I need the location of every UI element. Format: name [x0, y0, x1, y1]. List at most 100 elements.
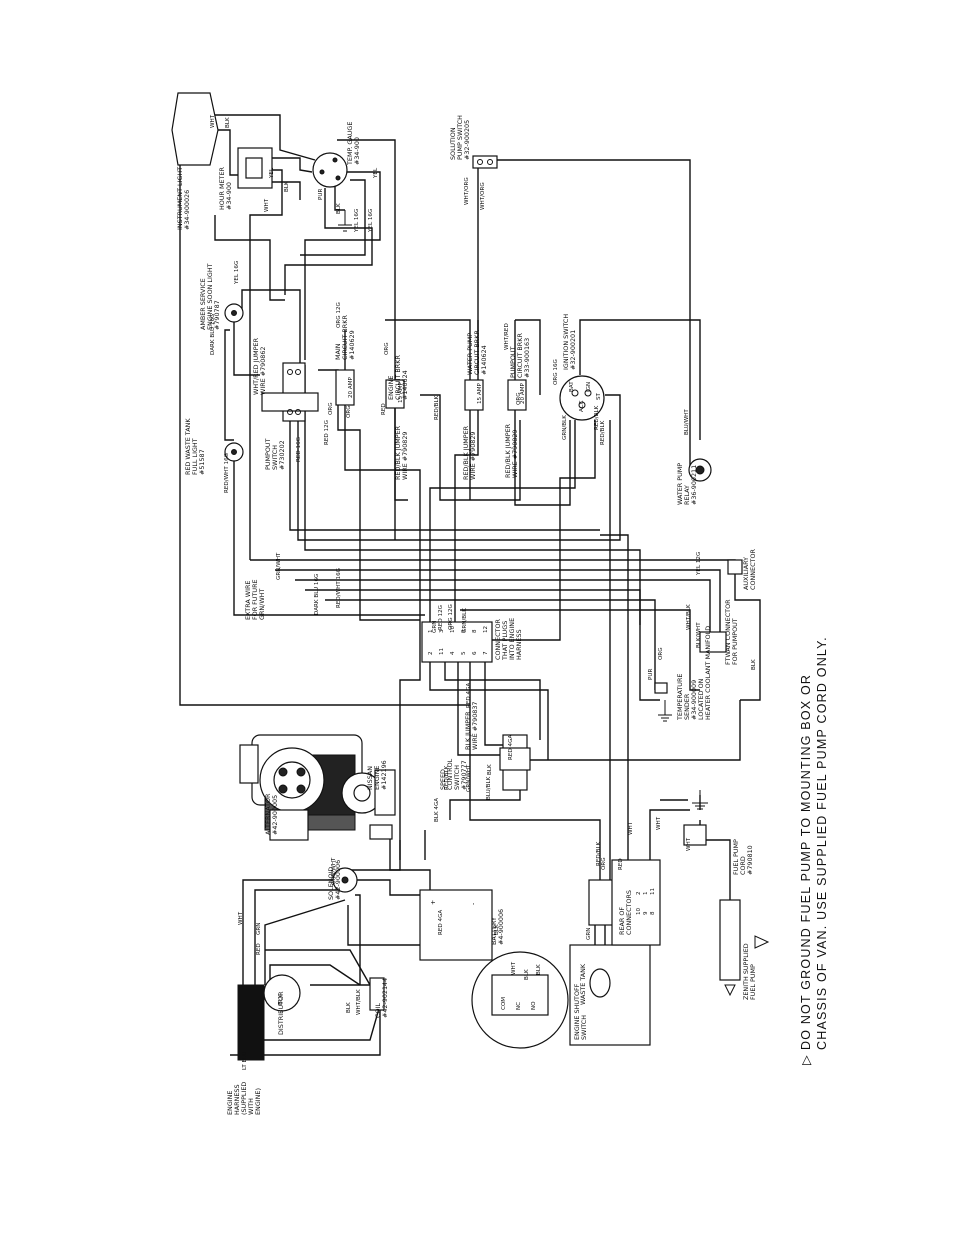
connector-pin-label: 7 — [483, 651, 489, 655]
connector-block — [421, 621, 493, 663]
wire-label: GRN — [256, 923, 262, 935]
wire-label: ORG — [346, 405, 352, 418]
wire-label: ORG — [601, 857, 607, 870]
wire-label: GRN/WHT — [276, 552, 282, 580]
wire-label: RED — [256, 943, 262, 955]
wire-label: BLK — [284, 181, 290, 192]
rear-connector-pin-label: 2 — [636, 891, 642, 895]
pumpout-breaker-body — [507, 379, 527, 411]
instrument-light-housing — [171, 92, 219, 166]
coil-body — [369, 977, 385, 1011]
wire-label: ORG — [384, 342, 390, 355]
wire-label: PUR — [648, 669, 654, 680]
shutoff-terminal-label: NC — [516, 1002, 522, 1010]
label-red-blk-jumper-2: RED/BLK JUMPER — [462, 425, 470, 480]
label-speed-control-switch: SPEED — [439, 769, 447, 790]
wire-label: BLK/WHT — [696, 622, 702, 648]
label-engine-shutoff-switch: SWITCH — [580, 1015, 588, 1040]
label-red-blk-jumper-1: WIRE #790829 — [401, 432, 409, 480]
solution-pump-switch-body — [472, 155, 498, 169]
note-line-1: DO NOT GROUND FUEL PUMP TO MOUNTING BOX … — [799, 674, 813, 1050]
hour-meter-face — [245, 157, 263, 179]
wire-label: WHT/BLK — [686, 604, 692, 630]
label-solution-pump-switch: #32-900205 — [463, 120, 471, 160]
ignition-terminal-label: ST — [596, 392, 602, 400]
ftwan-connector-body — [699, 631, 727, 653]
wire-label: BLK — [225, 117, 231, 128]
wire-label: WHT — [511, 961, 517, 975]
breaker-amp-label: 15 AMP — [477, 382, 483, 404]
shutoff-terminal-label: COM — [501, 997, 507, 1010]
label-instrument-light: INSTRUMENT LIGHT — [176, 167, 184, 230]
connector-pin-label: 3 — [439, 629, 445, 633]
label-pumpout-brkr: #33-900163 — [523, 338, 531, 378]
note-symbol: ▷ — [799, 1054, 813, 1065]
wire-label: ORG 12G — [448, 604, 454, 630]
label-fuel-pump-cord: FUEL PUMP — [732, 839, 740, 875]
label-pumpout-switch: SWITCH — [271, 445, 279, 470]
label-hour-meter: #34-900 — [225, 182, 233, 210]
label-solution-pump-switch: SOLUTION — [449, 127, 457, 160]
wire-label: ORG 16G — [553, 359, 559, 385]
wire-label: WHT — [656, 816, 662, 830]
rear-connector-pin-label: 8 — [650, 911, 656, 915]
label-solution-pump-switch: PUMP SWITCH — [456, 115, 464, 160]
label-temperature-sender: TEMPERATURE — [676, 674, 684, 721]
label-ignition-switch: #32-900201 — [569, 330, 577, 370]
label-connector: THAT PLUGS — [501, 621, 509, 661]
label-temperature-sender: LOCATED ON — [697, 678, 705, 720]
label-amber-service-light: AMBER SERVICE — [199, 278, 207, 330]
wire-label: WHT — [238, 911, 244, 925]
connector-pin-label: 10 — [450, 625, 456, 633]
label-red-waste-tank-light: #51587 — [198, 449, 206, 475]
breaker-amp-label: 15 AMP — [398, 381, 404, 403]
wire-label: WHT — [264, 198, 270, 212]
label-battery: BATTERY — [490, 917, 498, 945]
connector-pin-label: 5 — [461, 651, 467, 655]
wire-label: RED 12G — [324, 420, 330, 445]
rear-connector-pin-label: 1 — [643, 891, 649, 895]
ignition-terminal-label: ACC — [579, 400, 585, 412]
label-blk-jumper: WIRE #790837 — [471, 702, 479, 750]
label-solenoid: SOLENOID — [327, 867, 335, 900]
wire-label: RED — [618, 858, 624, 870]
label-pumpout-switch: PUMPOUT — [264, 438, 272, 470]
label-pumpout-switch: #730202 — [278, 440, 286, 470]
wire-label: GRN/BLK — [462, 608, 468, 633]
label-connector: HARNESS — [515, 629, 523, 660]
components — [171, 92, 770, 1061]
wire-label: YEL 16G — [234, 261, 240, 285]
label-zenith-fuel-pump: FUEL PUMP — [749, 964, 757, 1000]
label-red-waste-tank-light: RED WASTE TANK — [184, 418, 192, 475]
wire-label: GRN/WHT — [466, 764, 472, 792]
shutoff-plug — [588, 879, 614, 926]
wire-label: WHT/ORG — [480, 182, 486, 210]
connector-pin-label: 6 — [472, 651, 478, 655]
label-engine: #142196 — [380, 760, 388, 790]
fuel-pump-cord-plug — [683, 824, 707, 846]
wire-label: RED/BLK — [434, 395, 440, 420]
label-connector: INTO ENGINE — [508, 618, 516, 660]
connector-pin-label: 2 — [428, 651, 434, 655]
wire-label: YEL 12G — [696, 552, 702, 576]
wire-label: BLK — [536, 964, 542, 975]
connector-pin-label: 11 — [439, 647, 445, 655]
note: ▷ DO NOT GROUND FUEL PUMP TO MOUNTING BO… — [799, 636, 829, 1065]
pumpout-switch-contacts — [261, 392, 319, 412]
wire-label: BLK — [751, 659, 757, 670]
label-rear-of-connectors: REAR OF — [618, 907, 626, 935]
wire-label: BLK — [524, 969, 530, 980]
wire-label: RED/BLK — [444, 765, 450, 790]
label-amber-service-light: #790787 — [213, 300, 221, 330]
label-distributor: DISTRIBUTOR — [277, 991, 285, 1035]
wire-label: YEL 16G — [368, 209, 374, 233]
label-water-pump-brkr: CIRCUIT BRKR — [473, 330, 481, 375]
label-red-blk-jumper-1: RED/BLK JUMPER — [394, 425, 402, 480]
label-extra-wire: EXTRA WIRE — [244, 581, 252, 620]
waste-tank-box — [569, 944, 651, 1046]
wire-label: BLK — [346, 1002, 352, 1013]
auxiliary-connector-body — [727, 559, 743, 575]
